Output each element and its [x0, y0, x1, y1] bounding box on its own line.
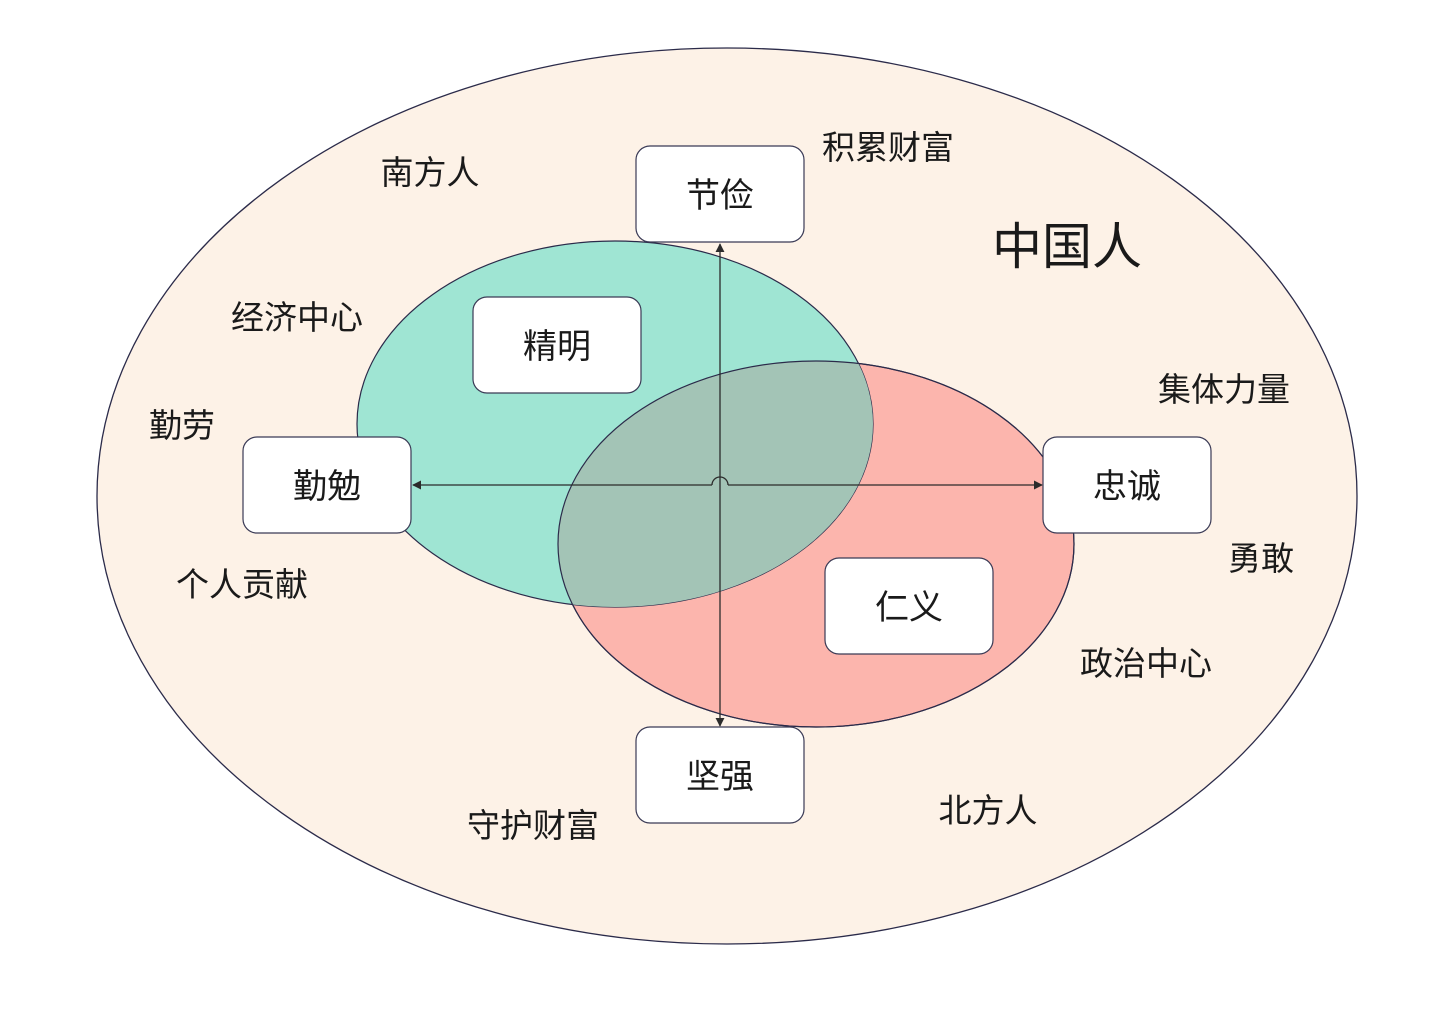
label-personal-contribution: 个人贡献 — [176, 565, 308, 604]
box-right: 忠诚 — [1042, 436, 1212, 534]
label-economic-center: 经济中心 — [231, 298, 363, 337]
label-hardworking: 勤劳 — [149, 406, 215, 445]
label-brave: 勇敢 — [1228, 539, 1294, 578]
horizontal-axis-hop — [711, 476, 729, 486]
box-left: 勤勉 — [242, 436, 412, 534]
label-south-people: 南方人 — [381, 153, 480, 192]
label-guard-wealth: 守护财富 — [467, 806, 599, 845]
box-green-label: 精明 — [523, 327, 591, 367]
label-accumulate-wealth: 积累财富 — [822, 128, 954, 167]
box-top: 节俭 — [635, 145, 805, 243]
box-green: 精明 — [472, 296, 642, 394]
box-bottom: 坚强 — [635, 726, 805, 824]
box-red-label: 仁义 — [875, 588, 943, 628]
label-north-people: 北方人 — [939, 791, 1038, 830]
box-bottom-label: 坚强 — [686, 757, 754, 797]
label-collective-strength: 集体力量 — [1158, 370, 1290, 409]
box-top-label: 节俭 — [686, 176, 754, 216]
box-left-label: 勤勉 — [293, 467, 361, 507]
red-ellipse-outline — [557, 360, 1075, 728]
diagram-title: 中国人 — [992, 218, 1142, 276]
box-right-label: 忠诚 — [1093, 467, 1161, 507]
box-red: 仁义 — [824, 557, 994, 655]
label-political-center: 政治中心 — [1080, 644, 1212, 683]
